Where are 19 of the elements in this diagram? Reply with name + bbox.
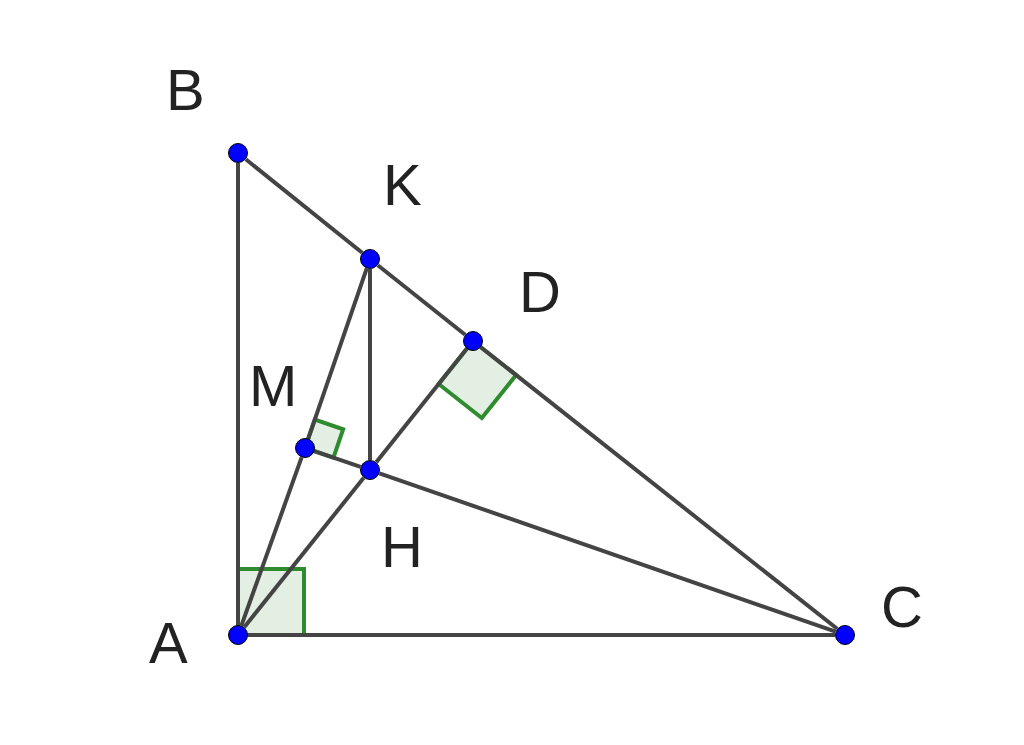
line-segment [374, 347, 469, 464]
point-label: A [149, 614, 188, 672]
point-label: B [166, 61, 205, 119]
point-label: M [249, 357, 298, 415]
line-segment [239, 456, 304, 627]
line-segment [378, 471, 837, 634]
line-segment [244, 157, 364, 255]
line-segment [242, 476, 366, 629]
line-segment [376, 263, 467, 337]
point-label: D [519, 263, 561, 321]
point-label: C [881, 578, 923, 636]
line-segment [306, 267, 369, 440]
line-segment [248, 633, 835, 637]
line-segment [236, 163, 240, 625]
line-segment [313, 449, 362, 469]
point-label: K [383, 156, 422, 214]
point-label: H [381, 518, 423, 576]
line-segment [479, 345, 839, 631]
line-segment [368, 269, 372, 460]
